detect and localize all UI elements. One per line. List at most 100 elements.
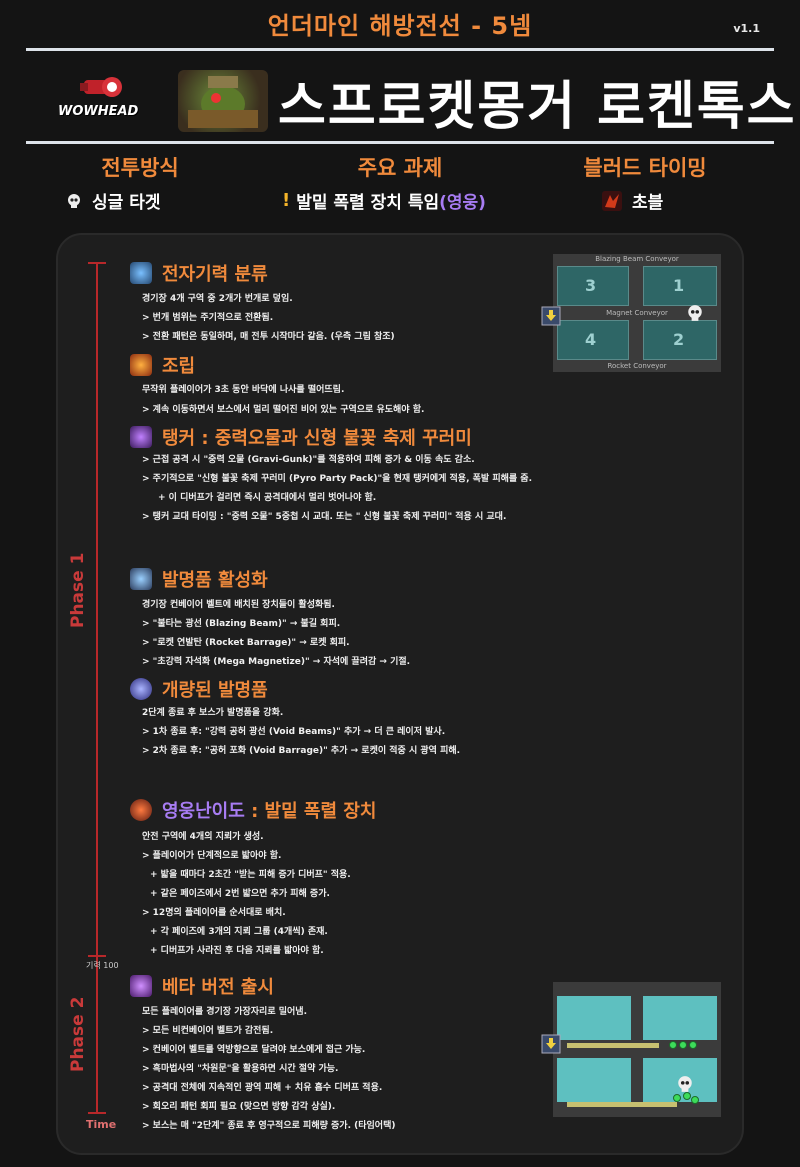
player-spawn-icon [541,306,561,326]
phase1-label: Phase 1 [68,552,88,628]
main-task: ! 발밑 폭렬 장치 특임(영웅) [282,188,486,213]
text-line: + 이 디버프가 걸리면 즉시 공격대에서 멀리 벗어나야 함. [158,493,377,503]
time-label: Time [86,1118,117,1131]
arena-diagram-phase2 [553,982,721,1117]
text-line: + 같은 페이즈에서 2번 밟으면 추가 피해 증가. [150,889,330,899]
main-task-value: 발밑 폭렬 장치 특임 [296,193,440,213]
zone-number: 2 [673,330,685,349]
text-line: > 2차 종료 후: "공허 포화 (Void Barrage)" 추가 → 로… [142,746,461,756]
text-line: + 각 페이즈에 3개의 지뢰 그룹 (4개씩) 존재. [150,927,328,937]
exclamation-icon: ! [282,190,291,211]
divider-top [26,48,774,51]
bloodlust-value: 초블 [632,193,664,213]
text-line: > 회오리 패턴 회피 필요 (맞으면 방향 감각 상실). [142,1102,336,1112]
bloodlust-icon [602,190,622,211]
heroic-label: 영웅난이도 [162,801,245,822]
text-line: 모든 플레이어를 경기장 가장자리로 밀어냄. [142,1007,307,1017]
boss-name: 스프로켓몽거 로켄톡스 [278,77,797,137]
upgrade-icon [130,678,152,700]
player-dot [691,1096,699,1104]
rocket-conveyor-label: Rocket Conveyor [607,362,667,370]
boss-skull-icon [678,1076,692,1092]
text-line: + 밟을 때마다 2초간 "받는 피해 증가 디버프" 적용. [150,870,351,880]
text-line: > 주기적으로 "신형 불꽃 축제 꾸러미 (Pyro Party Pack)"… [142,474,533,484]
mine-icon [130,799,152,821]
player-dot [673,1094,681,1102]
section-title: 발명품 활성화 [162,570,268,591]
zone-number: 1 [673,276,685,295]
text-line: > 공격대 전체에 지속적인 광역 피해 + 치유 흡수 디버프 적용. [142,1083,383,1093]
text-line: > 흑마법사의 "차원문"을 활용하면 시간 절약 가능. [142,1064,339,1074]
player-spawn-icon [541,1034,561,1054]
timeline-end-tick [88,1112,106,1114]
zone-cell [643,320,717,360]
text-line: 안전 구역에 4개의 지뢰가 생성. [142,832,264,842]
divider-bottom [26,141,774,144]
player-dot [669,1041,677,1049]
section-beta-release: 베타 버전 출시 [130,973,274,999]
electrified-zone [557,1058,631,1102]
zone-cell [557,266,629,306]
section-title: 베타 버전 출시 [162,977,274,998]
text-line: > "초강력 자석화 (Mega Magnetize)" → 자석에 끌려감 →… [142,657,411,667]
text-line: > 보스는 매 "2단계" 종료 후 영구적으로 피해량 증가. (타임어택) [142,1121,396,1131]
section-title: 탱커 : 중력오물과 신형 불꽃 축제 꾸러미 [162,428,472,449]
version-label: v1.1 [733,22,760,35]
text-line: 무작위 플레이어가 3초 동안 바닥에 나사를 떨어뜨림. [142,385,345,395]
zone-number: 3 [585,276,597,295]
bloodlust: 초블 [602,188,663,213]
wowhead-mark-icon [80,77,122,97]
boss-portrait [178,70,268,132]
zone-cell [643,266,717,306]
gear-icon [130,354,152,376]
section-title: : 발밑 폭렬 장치 [244,801,377,822]
text-line: > 번개 범위는 주기적으로 전환됨. [142,313,274,323]
fight-style-value: 싱글 타겟 [92,193,161,213]
logo-text: WOWHEAD [58,104,139,119]
magnet-conveyor-label: Magnet Conveyor [606,309,668,317]
electrified-zone [557,996,631,1040]
section-title: 조립 [162,356,196,377]
beta-icon [130,975,152,997]
text-line: > 계속 이동하면서 보스에서 멀리 떨어진 비어 있는 구역으로 유도해야 함… [142,405,425,415]
gravity-icon [130,426,152,448]
text-line: 2단계 종료 후 보스가 발명품을 강화. [142,708,284,718]
invention-icon [130,568,152,590]
section-improved-invention: 개량된 발명품 [130,676,268,702]
section-title: 전자기력 분류 [162,264,268,285]
section-invention-activate: 발명품 활성화 [130,566,268,592]
text-line: > 근접 공격 시 "중력 오물 (Gravi-Gunk)"를 적용하여 피해 … [142,455,475,465]
blazing-beam-conveyor-label: Blazing Beam Conveyor [595,255,679,263]
timeline-energy-tick [88,955,106,957]
conveyor-arrow [567,1102,677,1107]
text-line: > 전환 패턴은 동일하며, 매 전투 시작마다 같음. (우측 그림 참조) [142,332,395,342]
section-assembly: 조립 [130,352,195,378]
text-line: + 디버프가 사라진 후 다음 지뢰를 밟아야 함. [150,946,324,956]
text-line: > 컨베이어 벨트를 역방향으로 달려야 보스에게 접근 가능. [142,1045,366,1055]
main-task-label: 주요 과제 [357,156,443,180]
timeline-bar [96,264,98,1114]
lightning-icon [130,262,152,284]
player-dot [689,1041,697,1049]
fight-style: 싱글 타겟 [66,188,160,213]
skull-icon [68,193,80,208]
fight-style-label: 전투방식 [101,156,179,180]
text-line: > 12명의 플레이어를 순서대로 배치. [142,908,286,918]
text-line: > 모든 비컨베이어 벨트가 감전됨. [142,1026,274,1036]
bloodlust-label: 블러드 타이밍 [583,156,707,180]
phase2-label: Phase 2 [68,996,88,1072]
text-line: > "불타는 광선 (Blazing Beam)" → 불길 회피. [142,619,341,629]
zone-cell [557,320,629,360]
zone-number: 4 [585,330,597,349]
heroic-tag: (영웅) [439,193,486,213]
section-title: 개량된 발명품 [162,680,268,701]
text-line: > "로켓 연발탄 (Rocket Barrage)" → 로켓 회피. [142,638,350,648]
conveyor-arrow [567,1043,659,1048]
player-dot [679,1041,687,1049]
boss-skull-icon [688,305,702,321]
section-electromagnetic: 전자기력 분류 [130,260,268,286]
text-line: 경기장 컨베이어 벨트에 배치된 장치들이 활성화됨. [142,600,335,610]
player-dot [683,1092,691,1100]
electrified-zone [643,996,717,1040]
section-heroic-mines: 영웅난이도 : 발밑 폭렬 장치 [130,797,376,823]
